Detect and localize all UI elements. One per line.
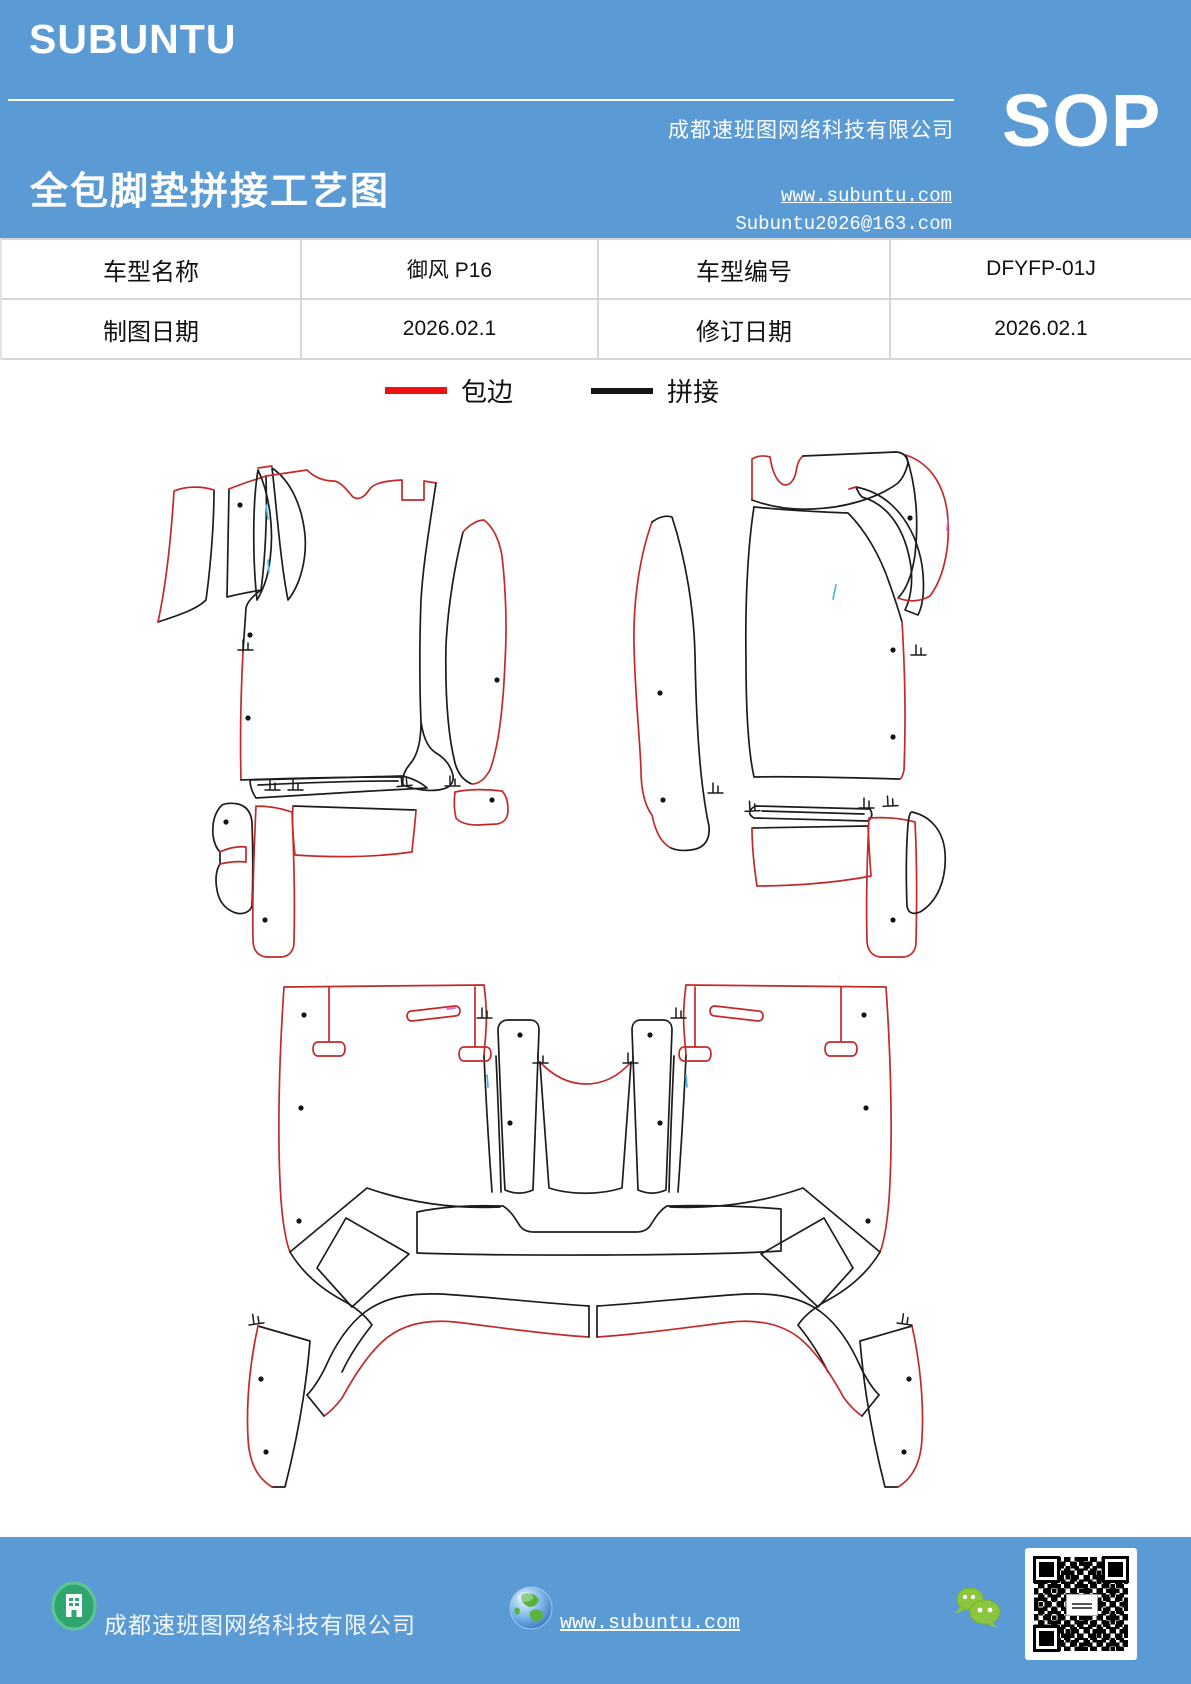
table-value-model-code: DFYFP-01J — [891, 240, 1191, 300]
table-value-draw-date: 2026.02.1 — [302, 300, 599, 360]
alignment-dots — [223, 502, 913, 1455]
header-website-link[interactable]: www.subuntu.com — [780, 185, 952, 207]
wechat-icon — [955, 1587, 1001, 1628]
qr-finder-icon — [1102, 1556, 1129, 1583]
qr-code — [1025, 1548, 1137, 1660]
table-value-model-name: 御风 P16 — [302, 240, 599, 300]
table-label-model-code: 车型编号 — [599, 240, 891, 300]
qr-center-logo — [1066, 1594, 1098, 1616]
globe-icon — [509, 1586, 553, 1630]
header-banner: SUBUNTU 成都速班图网络科技有限公司 SOP 全包脚垫拼接工艺图 www.… — [0, 0, 1191, 238]
edge-wrap-swatch-icon — [385, 387, 447, 394]
qr-finder-icon — [1033, 1625, 1060, 1652]
front-right-mat-drawing — [633, 451, 950, 958]
rear-mat-drawing — [246, 984, 924, 1488]
page-title: 全包脚垫拼接工艺图 — [30, 171, 391, 213]
vehicle-info-table: 车型名称 御风 P16 车型编号 DFYFP-01J 制图日期 2026.02.… — [0, 238, 1191, 360]
legend-label: 包边 — [461, 378, 514, 407]
splice-swatch-icon — [591, 387, 654, 394]
footer-website-link[interactable]: www.subuntu.com — [560, 1612, 741, 1635]
table-value-revise-date: 2026.02.1 — [891, 300, 1191, 360]
seam-marks — [237, 639, 927, 1326]
table-label-model-name: 车型名称 — [2, 240, 302, 300]
line-legend: 包边 拼接 — [385, 372, 719, 409]
legend-label: 拼接 — [667, 378, 720, 407]
table-label-revise-date: 修订日期 — [599, 300, 891, 360]
building-icon — [51, 1581, 97, 1631]
header-company-name: 成都速班图网络科技有限公司 — [668, 118, 954, 142]
header-divider — [8, 99, 954, 101]
front-left-mat-drawing — [157, 465, 509, 958]
legend-item-splice: 拼接 — [591, 372, 719, 409]
footer-company-name: 成都速班图网络科技有限公司 — [104, 1613, 416, 1638]
legend-item-edge-wrap: 包边 — [385, 372, 513, 409]
brand-logo: SUBUNTU — [29, 16, 237, 62]
table-label-draw-date: 制图日期 — [2, 300, 302, 360]
qr-finder-icon — [1033, 1556, 1060, 1583]
header-email: Subuntu2026@163.com — [735, 213, 952, 235]
sop-badge: SOP — [1002, 79, 1162, 162]
